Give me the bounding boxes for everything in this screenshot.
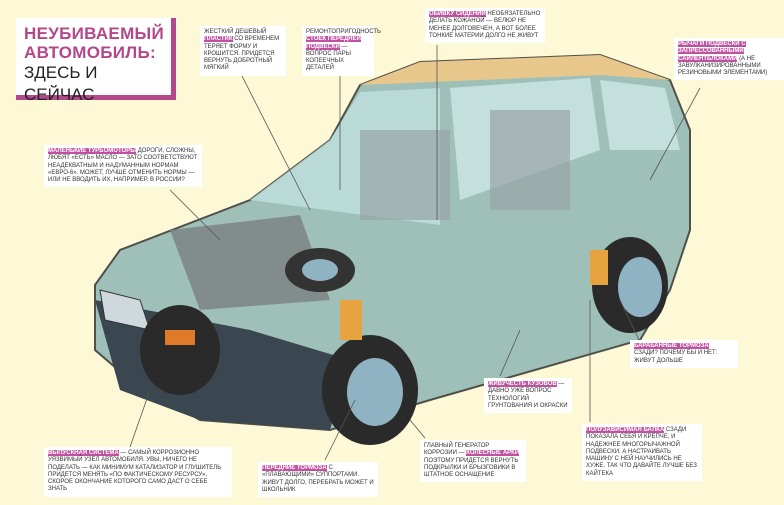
callout-front-brakes: ПЕРЕДНИЕ ТОРМОЗА С «ПЛАВАЮЩИМИ» СУППОРТА… (258, 462, 378, 498)
page-title: НЕУБИВАЕМЫЙ АВТОМОБИЛЬ: ЗДЕСЬ И СЕЙЧАС (16, 18, 176, 104)
callout-pre: РЕМОНТОПРИГОДНОСТЬ (306, 29, 381, 35)
callout-text: НЕОБЯЗАТЕЛЬНО ДЕЛАТЬ КОЖАНОЙ — ВЕЛЮР НЕ … (429, 11, 541, 39)
wheels (140, 237, 668, 445)
callout-highlight: ПЕРЕДНИЕ ТОРМОЗА (262, 465, 327, 471)
callout-text: (А НЕ ЗАВУЛКАНИЗИРОВАННЫМИ РЕЗИНОВЫМИ ЭЛ… (678, 55, 768, 77)
seat (490, 110, 570, 210)
callout-text: СО ВРЕМЕНЕМ ТЕРЯЕТ ФОРМУ И КРОШИТСЯ. ПРИ… (204, 36, 280, 72)
car-body (94, 53, 691, 432)
callout-pre: ГЛАВНЫЙ ГЕНЕРАТОР КОРРОЗИИ — (424, 443, 490, 457)
callout-highlight: ЖИВУЧЕСТЬ КУЗОВОВ (488, 381, 557, 387)
title-line-2: АВТОМОБИЛЬ: (24, 43, 157, 62)
callout-drum-brakes: БАРАБАННЫЕ ТОРМОЗА СЗАДИ? ПОЧЕМУ БЫ И НЕ… (630, 340, 738, 368)
callout-struts: РЕМОНТОПРИГОДНОСТЬ СТОЕК ПЕРЕДНЕЙ ПОДВЕС… (302, 26, 381, 76)
callout-highlight: СТОЕК ПЕРЕДНЕЙ ПОДВЕСКИ (306, 36, 361, 50)
callout-text: СЗАДИ ПОКАЗАЛА СЕБЯ И КРЕПЧЕ, И НАДЕЖНЕЕ… (586, 427, 697, 477)
callout-text: — САМЫЙ КОРРОЗИОННО УЯЗВИМЫЙ УЗЕЛ АВТОМО… (48, 450, 222, 493)
seat (360, 130, 450, 220)
callout-text: — ВОПРОС ПАРЫ КОПЕЕЧНЫХ ДЕТАЛЕЙ (306, 43, 351, 72)
callout-beam: ПОЛУЗАВИСИМАЯ БАЛКА СЗАДИ ПОКАЗАЛА СЕБЯ … (582, 424, 702, 482)
callout-highlight: ПОЛУЗАВИСИМАЯ БАЛКА (586, 427, 665, 433)
callout-arms: РЫЧАГИ ПОДВЕСКИ С ЗАПРЕССОВАННЫМИ САЙЛЕН… (674, 38, 784, 81)
callout-pre: ЖЕСТКИЙ ДЕШЕВЫЙ (204, 29, 267, 35)
callout-text: ПОЭТОМУ ПРИДЕТСЯ ВЕРНУТЬ ПОДКРЫЛКИ И БРЫ… (424, 457, 519, 479)
callout-text: СЗАДИ? ПОЧЕМУ БЫ И НЕТ: ЖИВУТ ДОЛЬШЕ (634, 350, 718, 364)
spring (590, 250, 608, 285)
callout-highlight: МАЛЕНЬКИЕ ТУРБОМОТОРЫ (48, 148, 137, 154)
title-line-3: ЗДЕСЬ И СЕЙЧАС (24, 63, 98, 104)
callout-exhaust: ВЫПУСКНАЯ СИСТЕМА — САМЫЙ КОРРОЗИОННО УЯ… (44, 447, 232, 497)
title-line-1: НЕУБИВАЕМЫЙ (24, 24, 164, 43)
callout-arches: ГЛАВНЫЙ ГЕНЕРАТОР КОРРОЗИИ — КОЛЕСНЫЕ АР… (420, 440, 526, 483)
callout-text: С «ПЛАВАЮЩИМИ» СУППОРТАМИ. ЖИВУТ ДОЛГО, … (262, 465, 374, 493)
callout-text: — ДАВНО УЖЕ ВОПРОС ТЕХНОЛОГИЙ ГРУНТОВАНИ… (488, 381, 568, 409)
callout-plastic: ЖЕСТКИЙ ДЕШЕВЫЙ ПЛАСТИК СО ВРЕМЕНЕМ ТЕРЯ… (200, 26, 286, 76)
callout-text: ДОРОГИ, СЛОЖНЫ, ЛЮБЯТ «ЕСТЬ» МАСЛО — ЗАТ… (48, 148, 198, 184)
callout-highlight: БАРАБАННЫЕ ТОРМОЗА (634, 343, 709, 349)
callout-highlight: ПЛАСТИК (204, 36, 233, 43)
spring (340, 300, 362, 340)
callout-highlight: РЫЧАГИ ПОДВЕСКИ С ЗАПРЕССОВАННЫМИ САЙЛЕН… (678, 41, 746, 62)
callout-highlight: ОБИВКУ СИДЕНИЙ (429, 11, 486, 17)
callout-highlight: КОЛЕСНЫЕ АРКИ (466, 450, 520, 457)
callout-turbo: МАЛЕНЬКИЕ ТУРБОМОТОРЫ ДОРОГИ, СЛОЖНЫ, ЛЮ… (44, 145, 202, 188)
callout-highlight: ВЫПУСКНАЯ СИСТЕМА (48, 450, 119, 456)
callout-body: ЖИВУЧЕСТЬ КУЗОВОВ — ДАВНО УЖЕ ВОПРОС ТЕХ… (484, 378, 572, 414)
callout-seats: ОБИВКУ СИДЕНИЙ НЕОБЯЗАТЕЛЬНО ДЕЛАТЬ КОЖА… (425, 8, 545, 44)
leader-lines (129, 45, 701, 461)
